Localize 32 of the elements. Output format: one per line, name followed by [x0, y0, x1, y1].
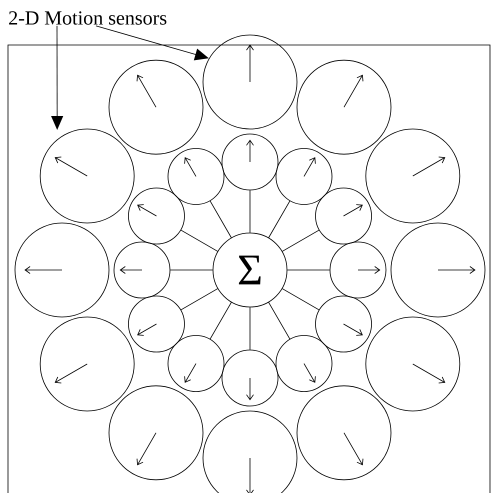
sensor-circle: [296, 60, 392, 155]
sensor-circle: [276, 335, 332, 392]
sensor-circle: [168, 335, 224, 392]
sensor-circle: [222, 134, 278, 190]
sensor-circle: [276, 148, 332, 205]
connector-line: [210, 200, 232, 238]
sensor-circle: [108, 60, 204, 155]
sensor-circle: [296, 385, 392, 480]
sensor-circle: [315, 296, 372, 352]
connector-line: [282, 230, 320, 252]
connector-line: [210, 302, 232, 340]
sensor-circle: [108, 385, 204, 480]
sensor-circle: [315, 188, 372, 244]
connector-line: [180, 288, 218, 310]
connector-line: [268, 200, 290, 238]
sensor-circle: [330, 242, 386, 298]
sensor-circle: [114, 242, 170, 298]
sensor-circle: [168, 148, 224, 205]
connector-line: [268, 302, 290, 340]
sensor-circle: [390, 222, 486, 318]
connector-line: [180, 230, 218, 252]
caption-text: 2-D Motion sensors: [9, 11, 166, 25]
sensor-circle: [40, 128, 135, 224]
sensor-circle: [365, 316, 460, 412]
sensor-circle: [128, 188, 185, 244]
sensor-circle: [40, 316, 135, 412]
sensor-circle: [222, 350, 278, 406]
sensor-circle: [365, 128, 460, 224]
sensor-circle: [14, 222, 110, 318]
connector-line: [282, 288, 320, 310]
sensor-circle: [202, 34, 298, 130]
sensor-circle: [128, 296, 185, 352]
